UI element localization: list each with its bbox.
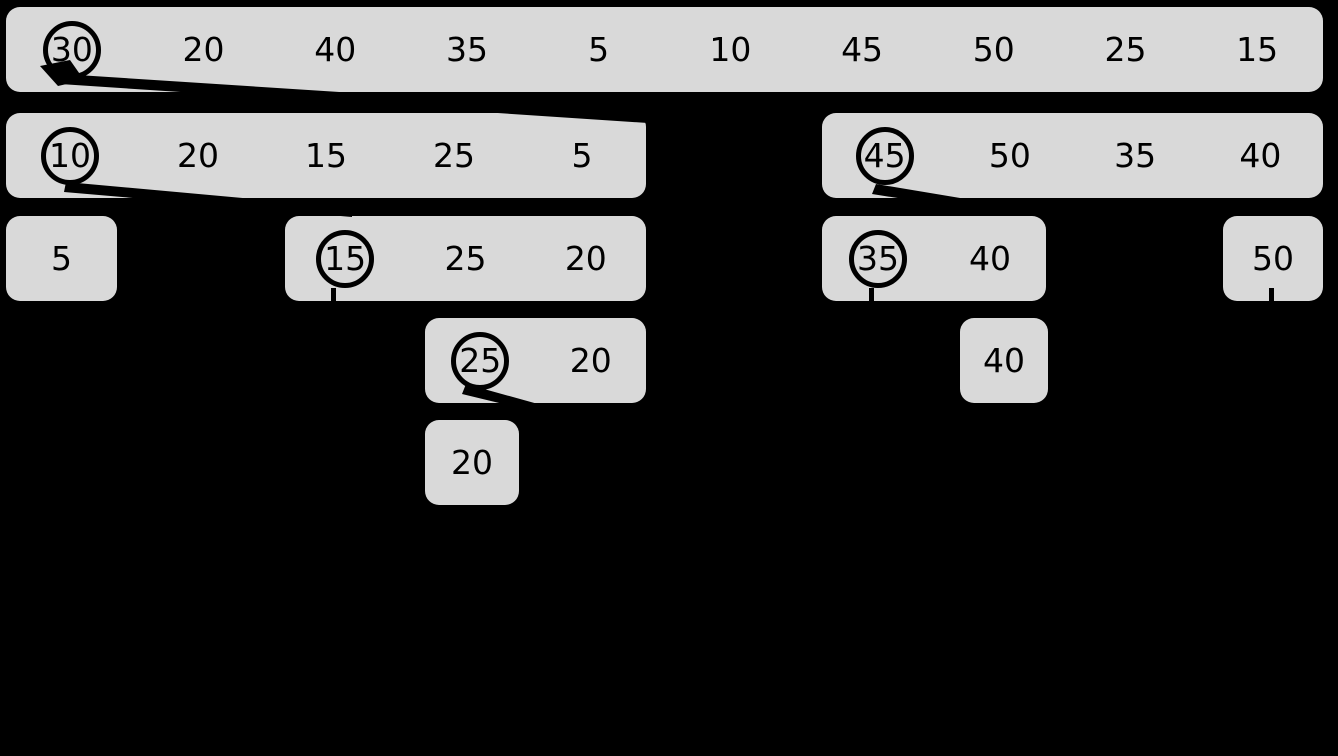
pivot-cell: 45 — [822, 126, 947, 185]
array-cell: 35 — [401, 33, 533, 66]
cell-value: 20 — [564, 239, 607, 278]
cell-value: 50 — [988, 136, 1031, 175]
array-box: 10 20 15 25 5 — [6, 113, 646, 198]
cell-value: 10 — [49, 136, 91, 175]
array-cell: 20 — [138, 33, 270, 66]
cell-value: 5 — [51, 239, 72, 278]
pivot-cell: 10 — [6, 126, 134, 185]
array-cell: 45 — [796, 33, 928, 66]
cell-value: 50 — [1252, 239, 1294, 278]
array-cell: 25 — [1060, 33, 1192, 66]
cell-value: 20 — [182, 30, 225, 69]
array-box: 15 25 20 — [285, 216, 646, 301]
cell-value: 35 — [857, 239, 899, 278]
cell-value: 25 — [433, 136, 475, 175]
array-cell: 5 — [6, 242, 117, 275]
cell-value: 25 — [444, 239, 487, 278]
cell-value: 20 — [451, 443, 493, 482]
cell-value: 45 — [841, 30, 884, 69]
array-box: 45 50 35 40 — [822, 113, 1323, 198]
array-box: 40 — [960, 318, 1048, 403]
cell-value: 50 — [972, 30, 1015, 69]
array-cell: 50 — [928, 33, 1060, 66]
cell-value: 30 — [50, 30, 93, 69]
cell-value: 40 — [1239, 136, 1282, 175]
array-cell: 40 — [934, 242, 1046, 275]
array-box: 50 — [1223, 216, 1323, 301]
cell-value: 15 — [1236, 30, 1279, 69]
array-box: 25 20 — [425, 318, 646, 403]
array-cell: 20 — [425, 446, 519, 479]
cell-value: 15 — [324, 239, 367, 278]
cell-value: 25 — [459, 341, 502, 380]
cell-value: 25 — [1104, 30, 1147, 69]
cell-value: 35 — [445, 30, 488, 69]
array-cell: 40 — [269, 33, 401, 66]
array-cell: 20 — [526, 242, 646, 275]
cell-value: 5 — [588, 30, 610, 69]
array-cell: 35 — [1073, 139, 1198, 172]
array-cell: 10 — [665, 33, 797, 66]
array-cell: 40 — [960, 344, 1048, 377]
cell-value: 20 — [177, 136, 219, 175]
cell-value: 40 — [969, 239, 1011, 278]
cell-value: 5 — [571, 136, 593, 175]
pivot-cell: 25 — [425, 331, 536, 390]
cell-value: 15 — [305, 136, 347, 175]
array-cell: 40 — [1198, 139, 1323, 172]
pivot-cell: 15 — [285, 229, 405, 288]
array-cell: 15 — [262, 139, 390, 172]
array-box: 30 20 40 35 5 10 45 50 25 15 — [6, 7, 1323, 92]
array-cell: 5 — [518, 139, 646, 172]
array-cell: 15 — [1191, 33, 1323, 66]
array-cell: 50 — [947, 139, 1072, 172]
array-cell: 50 — [1223, 242, 1323, 275]
cell-value: 40 — [983, 341, 1025, 380]
cell-value: 35 — [1114, 136, 1157, 175]
cell-value: 20 — [569, 341, 612, 380]
cell-value: 40 — [314, 30, 357, 69]
cell-value: 45 — [863, 136, 906, 175]
pivot-cell: 35 — [822, 229, 934, 288]
pivot-cell: 30 — [6, 20, 138, 79]
array-box: 5 — [6, 216, 117, 301]
array-cell: 20 — [536, 344, 647, 377]
cell-value: 10 — [709, 30, 752, 69]
array-box: 35 40 — [822, 216, 1046, 301]
array-cell: 25 — [405, 242, 525, 275]
array-cell: 25 — [390, 139, 518, 172]
array-box: 20 — [425, 420, 519, 505]
array-cell: 20 — [134, 139, 262, 172]
array-cell: 5 — [533, 33, 665, 66]
